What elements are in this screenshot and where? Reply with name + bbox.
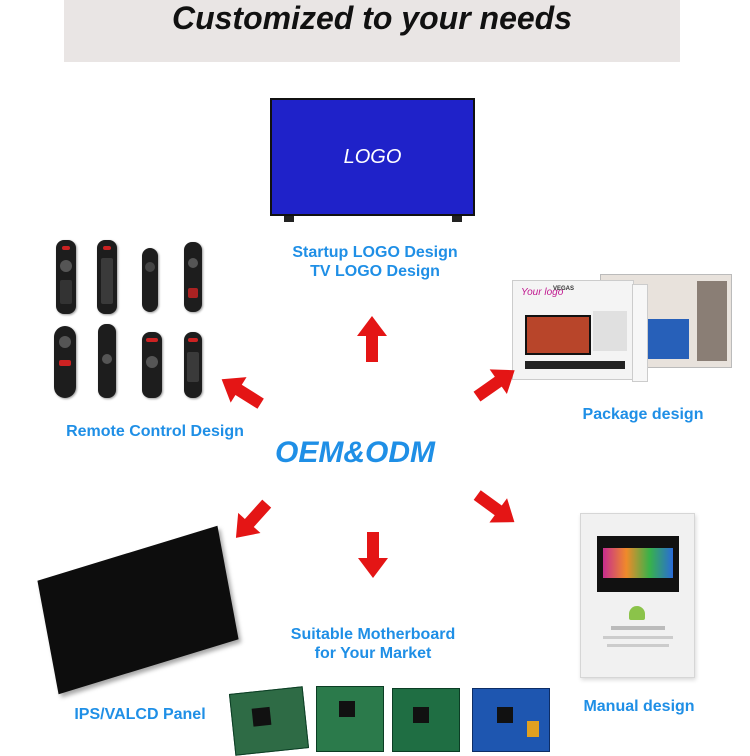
panel-label: IPS/VALCD Panel bbox=[74, 706, 206, 723]
tv-stand-right bbox=[452, 216, 462, 222]
remote-control bbox=[142, 332, 162, 398]
motherboard bbox=[228, 686, 310, 756]
motherboard bbox=[392, 688, 460, 752]
motherboards-image bbox=[228, 684, 552, 756]
manual-screen bbox=[597, 536, 679, 592]
motherboard bbox=[316, 686, 384, 752]
package-spec-sheet bbox=[593, 311, 627, 351]
package-box: Your logo VEGAS bbox=[512, 280, 634, 380]
motherboard-label: Suitable Motherboard bbox=[290, 626, 456, 643]
arrow-up-icon bbox=[357, 316, 387, 362]
remote-control bbox=[98, 324, 116, 398]
package-logo-text: Your logo bbox=[521, 287, 564, 298]
remote-control bbox=[97, 240, 117, 314]
market-label: for Your Market bbox=[314, 645, 432, 662]
package-tv-picture bbox=[525, 315, 591, 355]
arrow-right-up-icon bbox=[473, 369, 515, 402]
remote-control bbox=[56, 240, 76, 314]
motherboard bbox=[472, 688, 550, 752]
tv-logo-label: TV LOGO Design bbox=[310, 263, 440, 280]
page-title: Customized to your needs bbox=[171, 0, 573, 36]
package-brand: VEGAS bbox=[553, 286, 575, 292]
remote-control bbox=[54, 326, 76, 398]
arrow-left-icon bbox=[221, 377, 264, 409]
startup-logo-label: Startup LOGO Design bbox=[292, 244, 458, 261]
arrow-down-icon bbox=[358, 532, 388, 578]
header-banner: Customized to your needs bbox=[64, 0, 680, 62]
tv-stand-left bbox=[284, 216, 294, 222]
remote-controls-image bbox=[52, 236, 212, 402]
manual-design-label: Manual design bbox=[583, 698, 695, 715]
remote-control bbox=[184, 332, 202, 398]
tv-screen-text: LOGO bbox=[343, 146, 402, 168]
package-design-label: Package design bbox=[582, 406, 704, 423]
manual-image bbox=[580, 513, 695, 678]
package-side bbox=[632, 284, 648, 382]
remote-control bbox=[142, 248, 158, 312]
arrow-down-left-icon bbox=[235, 499, 272, 538]
remote-control bbox=[184, 242, 202, 312]
android-icon bbox=[629, 606, 645, 620]
arrow-down-right-icon bbox=[473, 490, 515, 523]
remote-control-label: Remote Control Design bbox=[66, 423, 244, 440]
package-image: Your logo VEGAS bbox=[508, 262, 738, 382]
tv-logo-image: LOGO bbox=[270, 98, 475, 216]
package-strip bbox=[525, 361, 625, 369]
oem-odm-label: OEM&ODM bbox=[275, 436, 435, 469]
